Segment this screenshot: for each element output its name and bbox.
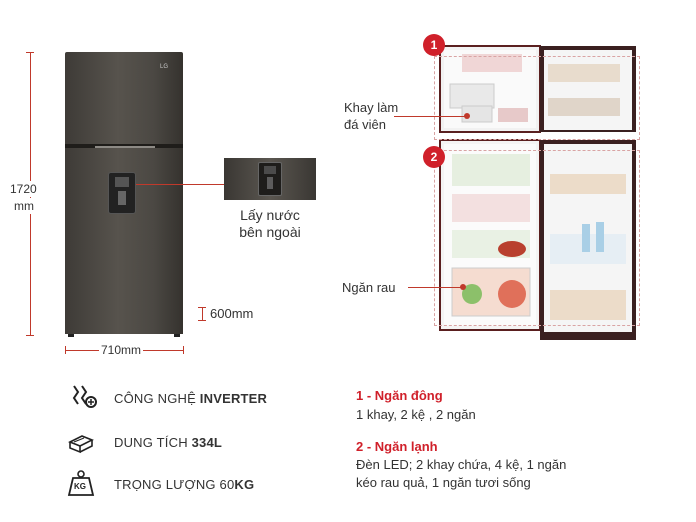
width-value: 710mm: [99, 342, 144, 358]
depth-mark-line: [202, 307, 203, 320]
feature-capacity: DUNG TÍCH 334L: [114, 434, 222, 452]
door-handle: [95, 146, 155, 148]
dispenser-zoom-nozzle: [267, 177, 273, 189]
water-dispenser: [108, 172, 136, 214]
fridge-foot-left: [68, 334, 74, 337]
spec-freezer-title: 1 - Ngăn đông: [356, 388, 443, 403]
dispenser-connector-line: [136, 184, 224, 185]
fridge-zone-outline: [434, 150, 640, 326]
feature-inverter-bold: INVERTER: [199, 391, 268, 406]
weight-icon-shape: [67, 470, 95, 496]
feature-capacity-plain: DUNG TÍCH: [114, 435, 192, 450]
dispenser-nozzle: [118, 191, 126, 205]
weight-icon: KG: [66, 468, 96, 498]
depth-value: 600mm: [210, 306, 254, 321]
weight-icon-text: KG: [74, 482, 86, 491]
height-dimension-top-tick: [26, 52, 34, 53]
ice-tray-pointer-dot: [464, 113, 470, 119]
dispenser-zoom-image: [224, 158, 316, 200]
crisper-connector: [408, 287, 462, 288]
height-value: 1720: [10, 181, 37, 197]
width-dimension-left-tick: [65, 346, 66, 354]
height-unit: mm: [14, 198, 34, 214]
dispenser-zoom-panel: [264, 166, 276, 174]
open-fridge-illustration: [439, 45, 636, 340]
width-dimension-right-tick: [183, 346, 184, 354]
ice-tray-label-line2: đá viên: [344, 117, 386, 132]
dispenser-caption-line1: Lấy nước: [240, 207, 300, 223]
freezer-zone-outline: [434, 56, 640, 140]
feature-weight: TRỌNG LƯỢNG 60KG: [114, 476, 254, 494]
freezer-door: [65, 52, 183, 144]
crisper-label: Ngăn rau: [342, 280, 396, 295]
feature-weight-plain: TRỌNG LƯỢNG 60: [114, 477, 235, 492]
crisper-pointer-dot: [460, 284, 466, 290]
spec-fridge-body-line1: Đèn LED; 2 khay chứa, 4 kệ, 1 ngăn: [356, 457, 567, 472]
fridge-foot-right: [174, 334, 180, 337]
inverter-icon: [72, 385, 97, 408]
feature-capacity-bold: 334L: [191, 435, 223, 450]
dispenser-caption-line2: bên ngoài: [239, 224, 301, 240]
ice-tray-connector: [394, 116, 466, 117]
depth-mark-bottom: [198, 320, 206, 321]
spec-fridge-title: 2 - Ngăn lạnh: [356, 439, 438, 454]
spec-fridge-body-line2: kéo rau quả, 1 ngăn tươi sống: [356, 475, 531, 490]
ice-tray-label-line1: Khay làm: [344, 100, 399, 115]
capacity-icon: [68, 435, 94, 454]
feature-inverter: CÔNG NGHỆ INVERTER: [114, 390, 267, 408]
freezer-badge: 1: [423, 34, 445, 56]
brand-logo: LG: [160, 64, 169, 70]
height-dimension-bottom-tick: [26, 335, 34, 336]
dispenser-panel: [115, 177, 129, 187]
feature-weight-bold: KG: [234, 477, 255, 492]
dispenser-zoom-unit: [258, 162, 282, 196]
feature-inverter-plain: CÔNG NGHỆ: [114, 391, 200, 406]
spec-freezer-body: 1 khay, 2 kệ , 2 ngăn: [356, 407, 476, 422]
fridge-badge: 2: [423, 146, 445, 168]
